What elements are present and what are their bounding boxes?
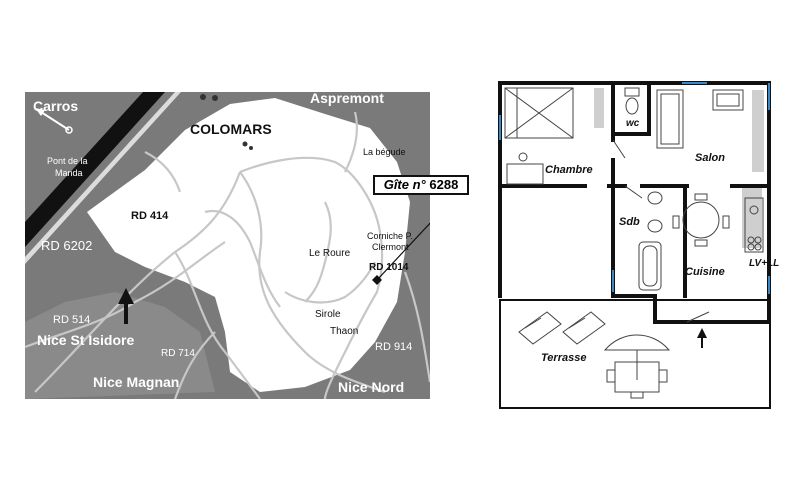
room-sdb: Sdb xyxy=(619,216,640,228)
gite-marker-icon xyxy=(372,222,430,285)
gite-number: 6288 xyxy=(429,177,459,192)
sofa-icon xyxy=(656,89,684,149)
place-carros: Carros xyxy=(33,98,79,114)
room-salon: Salon xyxy=(695,152,725,164)
dining-table-icon xyxy=(672,193,730,247)
road-rd1014: RD 1014 xyxy=(369,262,409,273)
sink-icon xyxy=(647,191,663,233)
gite-prefix: Gîte n° xyxy=(383,177,426,192)
entrance-arrow-icon xyxy=(697,328,707,348)
carros-arrow-icon xyxy=(35,108,73,134)
floor-plan: wc Chambre Salon Sdb Cuisine LV+LL Terra… xyxy=(497,80,779,412)
place-pont-line2: Manda xyxy=(55,168,83,178)
river xyxy=(25,92,165,247)
road-rd914: RD 914 xyxy=(375,341,413,353)
toilet-icon xyxy=(624,87,640,115)
place-nice-magnan: Nice Magnan xyxy=(93,374,180,390)
room-chambre: Chambre xyxy=(545,164,593,176)
road-rd514: RD 514 xyxy=(53,314,91,326)
road-rd714: RD 714 xyxy=(161,348,195,359)
plateau-area xyxy=(87,98,410,392)
place-aspremont: Aspremont xyxy=(310,92,384,106)
room-terrasse: Terrasse xyxy=(541,352,587,364)
north-arrow-icon xyxy=(118,288,134,324)
place-le-roure: Le Roure xyxy=(309,248,351,259)
floor-plan-drawing xyxy=(498,81,771,409)
map-drawing xyxy=(25,92,430,399)
room-lvll: LV+LL xyxy=(749,258,780,269)
sun-lounger-icon xyxy=(518,311,606,345)
desk-icon xyxy=(506,152,544,185)
armchair-icon xyxy=(712,89,744,111)
place-colomars: COLOMARS xyxy=(190,121,272,137)
place-sirole: Sirole xyxy=(315,309,341,320)
room-wc: wc xyxy=(626,118,640,129)
road-rd6202: RD 6202 xyxy=(41,238,93,253)
place-la-begude: La bégude xyxy=(363,147,406,157)
stove-icon xyxy=(744,197,764,253)
place-nice-st-isidore: Nice St Isidore xyxy=(37,332,135,348)
parasol-icon xyxy=(603,334,671,399)
location-map: Carros Aspremont COLOMARS Pont de la Man… xyxy=(25,92,430,399)
road-rd414: RD 414 xyxy=(131,210,169,222)
place-corniche-line1: Corniche P. xyxy=(367,231,413,241)
bed-icon xyxy=(504,87,574,139)
place-pont-line1: Pont de la xyxy=(47,156,88,166)
place-corniche-line2: Clermont xyxy=(372,242,409,252)
place-nice-nord: Nice Nord xyxy=(338,379,405,395)
room-cuisine: Cuisine xyxy=(685,266,725,278)
bathtub-icon xyxy=(638,241,662,291)
gite-label: Gîte n° 6288 xyxy=(373,175,469,195)
road-network xyxy=(25,111,430,399)
place-thaon: Thaon xyxy=(330,326,359,337)
terrasse-outline xyxy=(499,299,771,409)
